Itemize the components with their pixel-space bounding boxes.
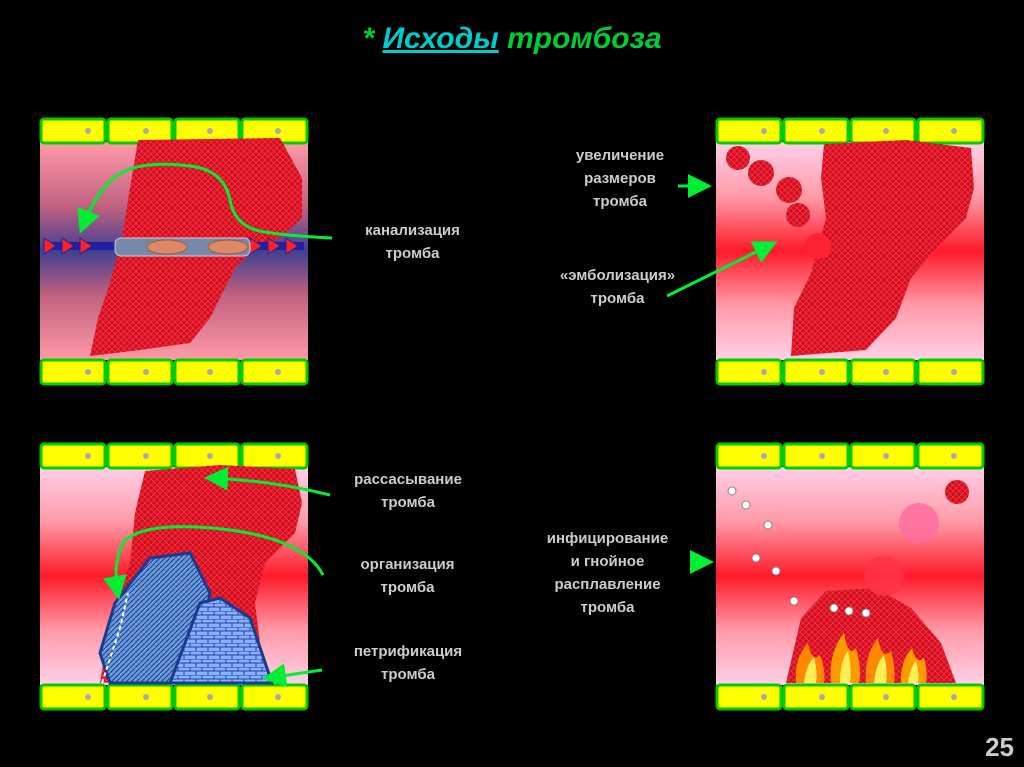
title-marker: *: [362, 22, 383, 55]
panel-resorption-organization: [39, 442, 309, 711]
page-number: 25: [985, 732, 1014, 762]
embolus-detaching: [805, 233, 831, 259]
erythrocyte: [207, 239, 249, 255]
label-canalization: канализация тромба: [365, 222, 460, 262]
slide-title: * Исходы тромбоза: [0, 22, 1024, 56]
endothelium-top: [39, 117, 309, 145]
bacteria: [727, 486, 871, 618]
endothelium-bottom: [715, 683, 985, 711]
label-organization: организация тромба: [360, 556, 455, 596]
embolus: [726, 146, 750, 170]
title-rest: тромбоза: [498, 22, 662, 55]
embolus: [748, 160, 774, 186]
flames-icon: [795, 633, 927, 683]
pus-focus: [864, 556, 904, 596]
endothelium-top: [715, 442, 985, 470]
endothelium-top: [715, 117, 985, 145]
endothelium-bottom: [39, 358, 309, 386]
thrombus: [791, 140, 974, 356]
resorption-edge: [101, 592, 129, 684]
label-enlargement: увеличение размеров тромба: [575, 147, 665, 210]
embolus: [786, 203, 810, 227]
title-underlined-word: Исходы: [382, 22, 499, 55]
panel-enlargement-embolization: [715, 117, 985, 386]
embolus: [776, 177, 802, 203]
endothelium-top: [39, 442, 309, 470]
endothelium-bottom: [715, 358, 985, 386]
pus-focus: [899, 503, 939, 543]
endothelium-bottom: [39, 683, 309, 711]
panel-canalization: [39, 117, 309, 386]
label-petrification: петрификация тромба: [353, 643, 463, 683]
label-embolization: «эмболизация» тромба: [559, 267, 676, 307]
label-infection: инфицирование и гнойное расплавление тро…: [546, 530, 669, 616]
label-resorption: рассасывание тромба: [354, 471, 462, 511]
erythrocyte: [146, 239, 188, 255]
petrification-deposit: [167, 596, 275, 685]
panel-infection: [715, 442, 985, 711]
thrombus-fragment: [945, 480, 969, 504]
